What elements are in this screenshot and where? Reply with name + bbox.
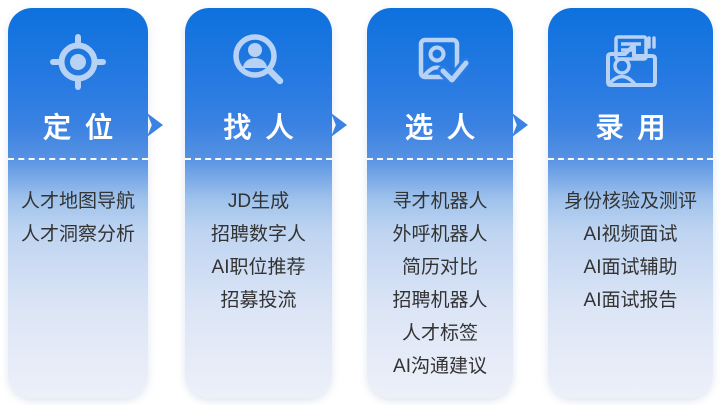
feature-item: 外呼机器人 bbox=[392, 224, 488, 245]
feature-item: 招聘机器人 bbox=[392, 290, 488, 311]
dashed-divider bbox=[8, 158, 148, 160]
flow-arrow-icon bbox=[331, 113, 347, 137]
step-card-hiring: 录用 身份核验及测评 AI视频面试 AI面试辅助 AI面试报告 bbox=[548, 8, 713, 398]
resume-folder-icon bbox=[548, 30, 713, 94]
feature-item: 简历对比 bbox=[401, 257, 478, 278]
flow-arrow-icon bbox=[147, 113, 163, 137]
step-title: 找人 bbox=[223, 112, 308, 143]
flow-arrow-icon bbox=[512, 113, 528, 137]
person-search-icon bbox=[185, 30, 332, 94]
feature-item: AI职位推荐 bbox=[211, 257, 306, 278]
target-locate-icon bbox=[8, 30, 148, 94]
feature-item: 身份核验及测评 bbox=[563, 191, 697, 212]
feature-item: 招聘数字人 bbox=[210, 224, 306, 245]
dashed-divider bbox=[367, 158, 513, 160]
feature-item: 人才标签 bbox=[401, 323, 478, 344]
feature-list: 人才地图导航 人才洞察分析 bbox=[8, 185, 148, 251]
step-card-positioning: 定位 人才地图导航 人才洞察分析 bbox=[8, 8, 148, 398]
step-card-sourcing: 找人 JD生成 招聘数字人 AI职位推荐 招募投流 bbox=[185, 8, 332, 398]
step-title: 选人 bbox=[404, 112, 489, 143]
step-card-selection: 选人 寻才机器人 外呼机器人 简历对比 招聘机器人 人才标签 AI沟通建议 bbox=[367, 8, 513, 398]
feature-item: AI面试辅助 bbox=[583, 257, 678, 278]
dashed-divider bbox=[548, 158, 713, 160]
feature-item: AI面试报告 bbox=[583, 290, 678, 311]
dashed-divider bbox=[185, 158, 332, 160]
step-title: 录用 bbox=[595, 112, 680, 143]
feature-list: JD生成 招聘数字人 AI职位推荐 招募投流 bbox=[185, 185, 332, 317]
person-check-icon bbox=[367, 30, 513, 94]
feature-item: 人才地图导航 bbox=[20, 191, 135, 212]
feature-item: 人才洞察分析 bbox=[20, 224, 135, 245]
feature-item: 招募投流 bbox=[220, 290, 297, 311]
feature-item: JD生成 bbox=[227, 191, 290, 212]
feature-list: 身份核验及测评 AI视频面试 AI面试辅助 AI面试报告 bbox=[548, 185, 713, 317]
feature-list: 寻才机器人 外呼机器人 简历对比 招聘机器人 人才标签 AI沟通建议 bbox=[367, 185, 513, 383]
feature-item: 寻才机器人 bbox=[392, 191, 488, 212]
feature-item: AI视频面试 bbox=[583, 224, 678, 245]
feature-item: AI沟通建议 bbox=[393, 356, 487, 377]
step-title: 定位 bbox=[42, 112, 127, 143]
